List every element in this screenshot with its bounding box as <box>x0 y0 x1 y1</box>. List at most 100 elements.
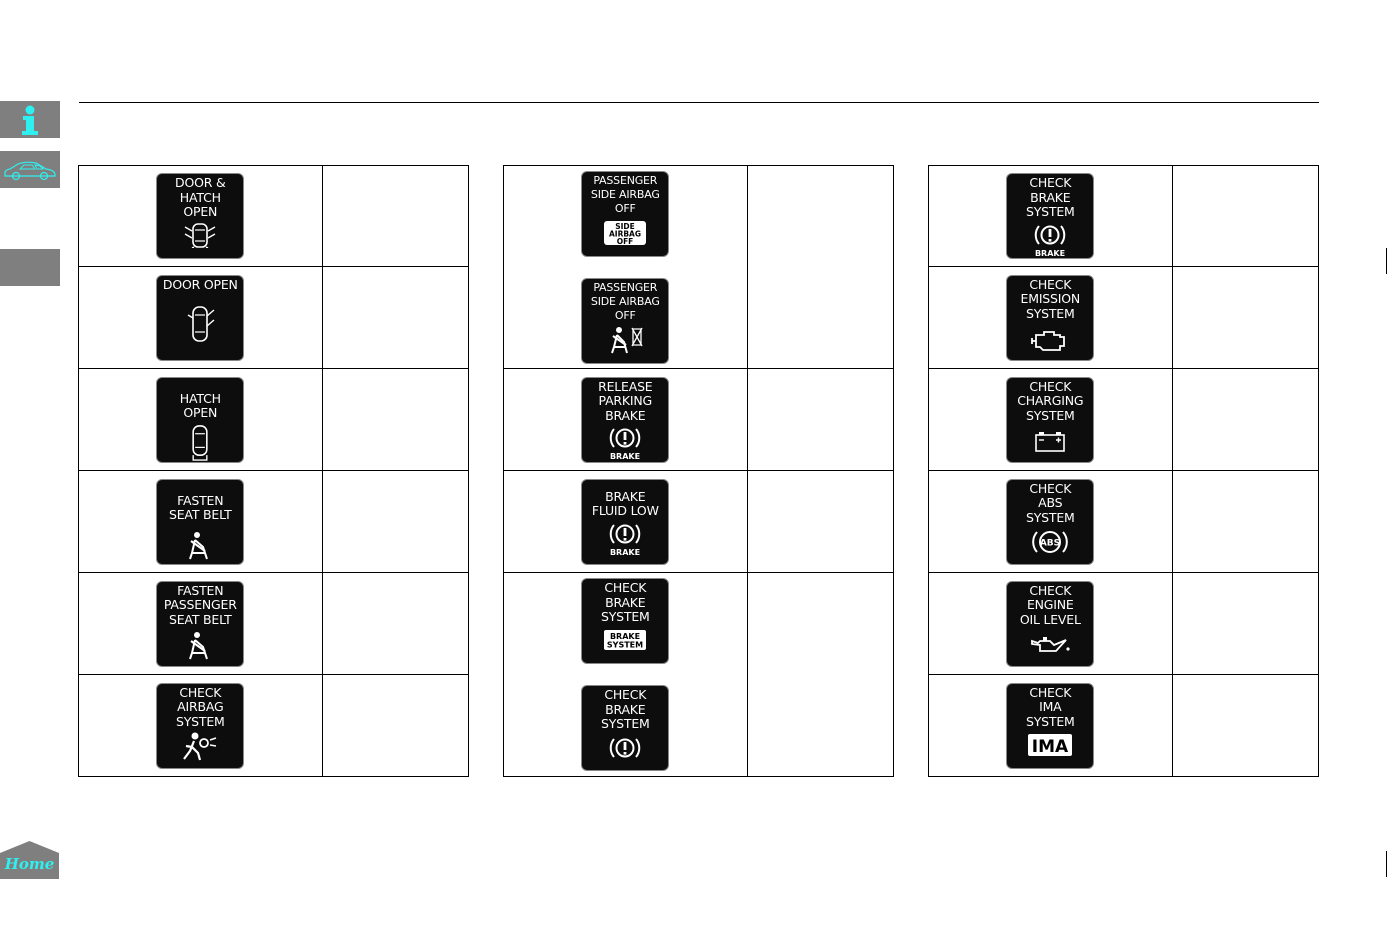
side-airbag-off-badge: SIDE AIRBAG OFF <box>604 220 647 246</box>
home-label: Home <box>4 855 55 873</box>
indicator-cell: CHECK BRAKE SYSTEM BRAKE <box>928 165 1173 267</box>
abs-icon: ABS <box>1032 531 1069 553</box>
indicator-table-3: CHECK BRAKE SYSTEM BRAKE CHECK EMISSION … <box>928 165 1320 777</box>
brake-warning-icon <box>610 737 641 758</box>
check-brake-system-indicator: CHECK BRAKE SYSTEM BRAKE SYSTEM <box>581 578 670 664</box>
check-emission-system-indicator: CHECK EMISSION SYSTEM <box>1006 274 1095 361</box>
indicator-cell: CHECK IMA SYSTEM IMA <box>928 674 1173 777</box>
indicator-label: CHECK ABS SYSTEM <box>1025 480 1075 525</box>
home-icon: Home <box>0 841 59 879</box>
indicator-cell: DOOR OPEN <box>78 266 323 369</box>
home-button[interactable]: Home <box>0 841 59 879</box>
indicator-label: CHECK BRAKE SYSTEM <box>1025 175 1075 219</box>
check-brake-system-indicator: CHECK BRAKE SYSTEM <box>581 685 670 771</box>
indicator-cell: PASSENGER SIDE AIRBAG OFF SIDE AIRBAG OF… <box>503 165 748 369</box>
page-edge-mark <box>1386 248 1387 274</box>
description-cell <box>1171 470 1320 573</box>
indicator-label: DOOR OPEN <box>162 276 238 292</box>
indicator-cell: CHECK ENGINE OIL LEVEL <box>928 572 1173 675</box>
description-cell <box>1171 572 1320 675</box>
description-cell <box>746 572 895 777</box>
svg-text:SYSTEM: SYSTEM <box>607 640 643 649</box>
brake-fluid-low-indicator: BRAKE FLUID LOW BRAKE <box>581 478 670 565</box>
indicator-cell: HATCH OPEN <box>78 368 323 471</box>
fasten-passenger-seat-belt-indicator: FASTEN PASSENGER SEAT BELT <box>156 580 245 667</box>
ima-label: IMA <box>1032 737 1069 757</box>
indicator-cell: FASTEN SEAT BELT <box>78 470 323 573</box>
description-cell <box>746 165 895 369</box>
car-tab[interactable] <box>0 151 60 188</box>
brake-sub-label: BRAKE <box>610 452 640 461</box>
door-open-icon <box>187 306 215 342</box>
svg-text:BRAKE: BRAKE <box>610 632 640 641</box>
indicator-label: HATCH OPEN <box>179 390 221 420</box>
header-rule <box>79 102 1319 103</box>
svg-text:AIRBAG: AIRBAG <box>609 229 641 238</box>
indicator-label: FASTEN PASSENGER SEAT BELT <box>163 582 237 627</box>
indicator-cell: DOOR & HATCH OPEN <box>78 165 323 267</box>
indicator-cell: CHECK CHARGING SYSTEM <box>928 368 1173 471</box>
brake-sub-label: BRAKE <box>610 548 640 557</box>
indicator-label: CHECK IMA SYSTEM <box>1025 684 1075 729</box>
indicator-table-2: PASSENGER SIDE AIRBAG OFF SIDE AIRBAG OF… <box>503 165 895 777</box>
indicator-label: BRAKE FLUID LOW <box>591 488 659 518</box>
release-parking-brake-indicator: RELEASE PARKING BRAKE BRAKE <box>581 376 670 463</box>
check-ima-system-indicator: CHECK IMA SYSTEM IMA <box>1006 682 1095 769</box>
indicator-label: PASSENGER SIDE AIRBAG OFF <box>590 280 660 322</box>
indicator-label: CHECK BRAKE SYSTEM <box>600 580 650 624</box>
description-cell <box>321 266 470 369</box>
description-cell <box>1171 266 1320 369</box>
brake-sub-label: BRAKE <box>1035 249 1065 258</box>
door-hatch-open-indicator: DOOR & HATCH OPEN <box>156 173 245 259</box>
car-icon <box>4 161 56 180</box>
indicator-cell: CHECK AIRBAG SYSTEM <box>78 674 323 777</box>
indicator-label: CHECK EMISSION SYSTEM <box>1020 276 1081 321</box>
brake-icon: BRAKE <box>610 428 641 461</box>
seat-belt-icon <box>189 632 209 660</box>
engine-icon <box>1031 331 1066 351</box>
brake-system-badge: BRAKE SYSTEM <box>604 629 647 650</box>
indicator-label: FASTEN SEAT BELT <box>169 492 232 522</box>
indicator-cell: CHECK EMISSION SYSTEM <box>928 266 1173 369</box>
door-hatch-open-icon <box>184 222 216 248</box>
indicator-label: DOOR & HATCH OPEN <box>175 175 226 219</box>
hatch-open-indicator: HATCH OPEN <box>156 376 245 463</box>
seat-belt-icon <box>189 531 209 559</box>
indicator-label: PASSENGER SIDE AIRBAG OFF <box>590 173 660 215</box>
description-cell <box>746 368 895 471</box>
indicator-label: CHECK BRAKE SYSTEM <box>600 687 650 731</box>
check-charging-system-indicator: CHECK CHARGING SYSTEM <box>1006 376 1095 463</box>
page-edge-mark <box>1386 851 1387 877</box>
door-open-indicator: DOOR OPEN <box>156 274 245 361</box>
info-tab[interactable] <box>0 101 60 138</box>
indicator-label: CHECK ENGINE OIL LEVEL <box>1019 582 1081 627</box>
side-airbag-off-icon <box>611 326 643 353</box>
brake-icon: BRAKE <box>610 523 641 557</box>
check-abs-system-indicator: CHECK ABS SYSTEM ABS <box>1006 478 1095 565</box>
brake-icon: BRAKE <box>1035 224 1066 258</box>
description-cell <box>321 165 470 267</box>
description-cell <box>1171 368 1320 471</box>
check-airbag-system-indicator: CHECK AIRBAG SYSTEM <box>156 682 245 769</box>
fasten-seat-belt-indicator: FASTEN SEAT BELT <box>156 478 245 565</box>
indicator-label: CHECK CHARGING SYSTEM <box>1017 378 1084 423</box>
passenger-side-airbag-off-indicator: PASSENGER SIDE AIRBAG OFF <box>581 277 670 364</box>
oil-can-icon <box>1031 637 1070 652</box>
abs-label: ABS <box>1040 539 1060 549</box>
description-cell <box>1171 165 1320 267</box>
indicator-label: CHECK AIRBAG SYSTEM <box>175 684 225 729</box>
description-cell <box>321 368 470 471</box>
svg-text:OFF: OFF <box>617 237 634 246</box>
description-cell <box>321 674 470 777</box>
description-cell <box>746 470 895 573</box>
indicator-cell: CHECK ABS SYSTEM ABS <box>928 470 1173 573</box>
description-cell <box>321 470 470 573</box>
check-engine-oil-level-indicator: CHECK ENGINE OIL LEVEL <box>1006 580 1095 667</box>
svg-text:SIDE: SIDE <box>616 222 636 231</box>
indicator-cell: CHECK BRAKE SYSTEM BRAKE SYSTEM CHECK BR… <box>503 572 748 777</box>
section-tab[interactable] <box>0 249 60 286</box>
indicator-label: RELEASE PARKING BRAKE <box>598 378 653 423</box>
indicator-cell: FASTEN PASSENGER SEAT BELT <box>78 572 323 675</box>
check-brake-system-indicator: CHECK BRAKE SYSTEM BRAKE <box>1006 173 1095 259</box>
ima-icon: IMA <box>1028 734 1073 757</box>
